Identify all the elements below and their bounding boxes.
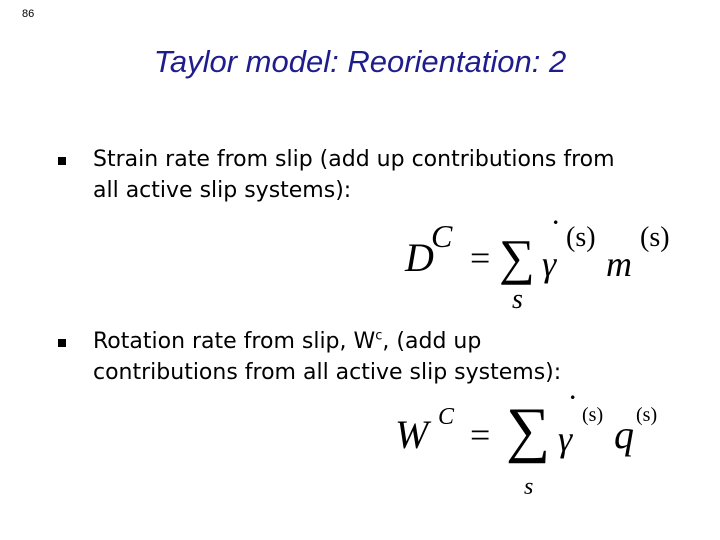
eq-tensor: q: [614, 412, 634, 457]
eq-rate: γ: [558, 419, 573, 459]
eq-rate-sup: (s): [566, 222, 596, 253]
rotation-rate-equation: W C = ∑ s γ ˙ (s) q (s): [390, 391, 690, 505]
eq-sum: ∑: [506, 396, 551, 464]
eq-tensor: m: [606, 244, 632, 284]
eq-lhs: W: [395, 412, 429, 457]
eq-equals: =: [470, 238, 491, 278]
bullet-line: Strain rate from slip (add up contributi…: [93, 147, 615, 172]
bullet-line-prefix: Rotation rate from slip, W: [93, 329, 376, 354]
bullet-line: contributions from all active slip syste…: [93, 360, 562, 385]
bullet-line-sup: c: [375, 328, 383, 344]
bullet-line: all active slip systems):: [93, 178, 352, 203]
eq-sum-index: s: [512, 284, 523, 315]
eq-lhs-sup: C: [438, 404, 455, 430]
eq-rate-dot: ˙: [550, 214, 562, 251]
bullet-line-suffix: , (add up: [382, 329, 482, 354]
strain-rate-equation: D C = ∑ s γ ˙ (s) m (s): [400, 216, 690, 315]
eq-sum-index: s: [524, 474, 534, 500]
bullet-marker: [58, 157, 66, 165]
eq-rate: γ: [542, 244, 557, 284]
eq-rate-sup: (s): [582, 404, 604, 426]
slide-title: Taylor model: Reorientation: 2: [153, 44, 567, 79]
eq-tensor-sup: (s): [640, 222, 670, 253]
eq-tensor-sup: (s): [636, 404, 658, 426]
bullet-marker: [58, 339, 66, 347]
bullet-text-rotation: Rotation rate from slip, Wc, (add up con…: [93, 326, 693, 388]
eq-lhs: D: [405, 235, 434, 280]
bullet-text-strain: Strain rate from slip (add up contributi…: [93, 144, 693, 206]
eq-equals: =: [470, 415, 491, 455]
eq-lhs-sup: C: [431, 218, 453, 254]
slide-number: 86: [22, 8, 35, 20]
eq-rate-dot: ˙: [567, 389, 579, 426]
bullet-line: Rotation rate from slip, Wc, (add up: [93, 326, 693, 357]
eq-sum: ∑: [499, 229, 535, 285]
